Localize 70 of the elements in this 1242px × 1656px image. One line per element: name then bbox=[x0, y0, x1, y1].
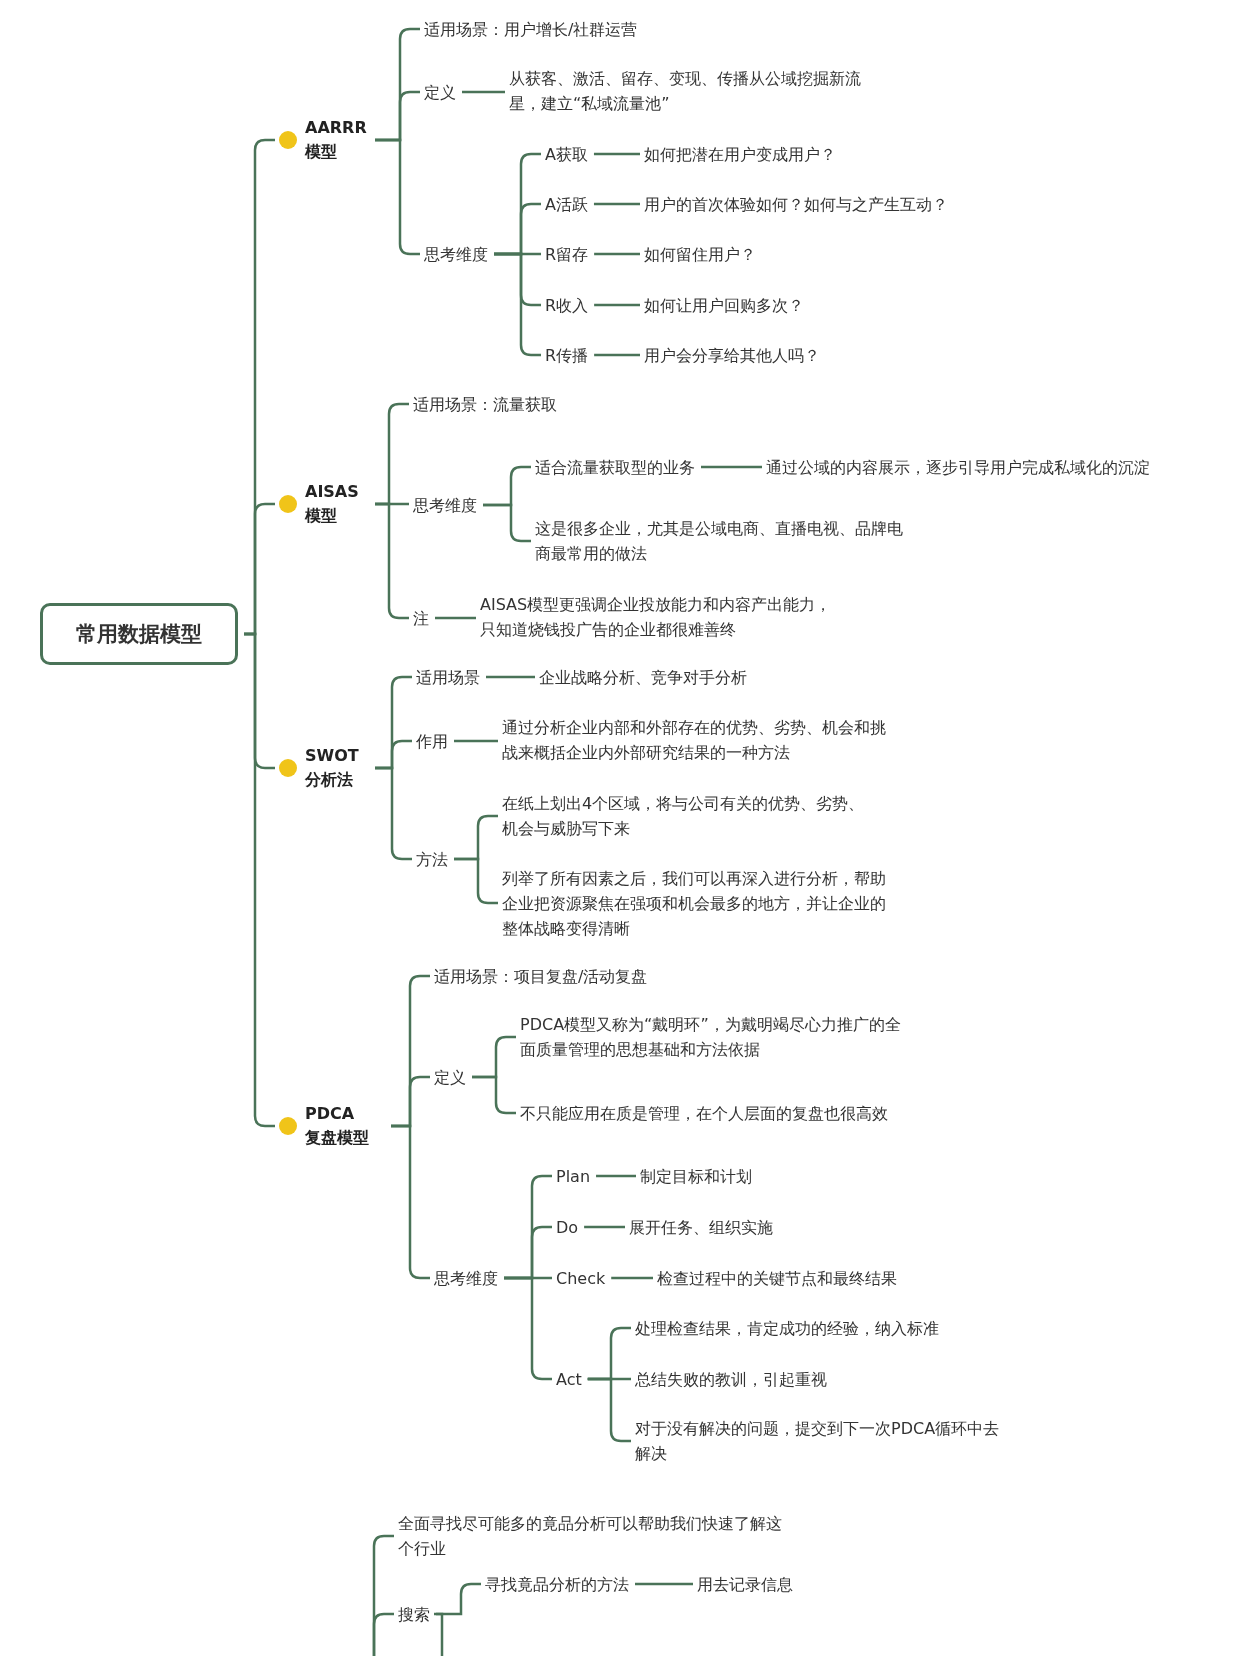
connector-line bbox=[594, 252, 640, 256]
topic-text: 思考维度 bbox=[434, 1265, 498, 1291]
topic-text: 用去记录信息 bbox=[697, 1571, 793, 1597]
topic-text: 寻找竟品分析的方法 bbox=[485, 1571, 629, 1597]
topic-text: 适用场景：项目复盘/活动复盘 bbox=[434, 963, 648, 989]
connector-line bbox=[593, 202, 640, 206]
topic-text: 处理检查结果，肯定成功的经验，纳入标准 bbox=[635, 1315, 939, 1341]
topic-text: 通过分析企业内部和外部存在的优势、劣势、机会和挑战来概括企业内外部研究结果的一种方法 bbox=[502, 715, 887, 765]
topic-text: PDCA模型又称为“戴明环”，为戴明竭尽心力推广的全面质量管理的思想基础和方法依据 bbox=[520, 1012, 910, 1062]
topic-text: 作用 bbox=[416, 728, 448, 754]
topic-text: 制定目标和计划 bbox=[640, 1163, 752, 1189]
topic-text: 思考维度 bbox=[413, 492, 477, 518]
topic-text: 在纸上划出4个区域，将与公司有关的优势、劣势、机会与威胁写下来 bbox=[502, 791, 878, 841]
topic-text: A活跃 bbox=[545, 191, 588, 217]
connector-line bbox=[504, 1276, 552, 1381]
connector-line bbox=[434, 1612, 444, 1656]
root-topic-box: 常用数据模型 bbox=[40, 603, 238, 665]
connector-line bbox=[635, 1582, 693, 1586]
topic-text: R留存 bbox=[545, 241, 589, 267]
connector-line bbox=[701, 465, 762, 469]
connector-line bbox=[462, 90, 505, 94]
connector-line bbox=[454, 739, 498, 743]
topic-text: 展开任务、组织实施 bbox=[629, 1214, 773, 1240]
topic-text: Check bbox=[556, 1265, 606, 1291]
topic-text: 如何把潜在用户变成用户？ bbox=[644, 141, 836, 167]
topic-text: 用户的首次体验如何？如何与之产生互动？ bbox=[644, 191, 948, 217]
topic-text: 列举了所有因素之后，我们可以再深入进行分析，帮助企业把资源聚焦在强项和机会最多的地方，并让企业的整体战略变得清晰 bbox=[502, 865, 887, 941]
topic-text: 方法 bbox=[416, 846, 448, 872]
topic-text: Do bbox=[556, 1214, 579, 1240]
topic-text: 适用场景：用户增长/社群运营 bbox=[424, 16, 638, 42]
connector-line bbox=[596, 1174, 636, 1178]
topic-text: 定义 bbox=[434, 1064, 466, 1090]
topic-text: 对于没有解决的问题，提交到下一次PDCA循环中去解决 bbox=[635, 1416, 1015, 1466]
topic-text: AISAS模型更强调企业投放能力和内容产出能力，只知道烧钱投广告的企业都很难善终 bbox=[480, 592, 840, 642]
connector-line bbox=[593, 152, 640, 156]
connector-line bbox=[594, 303, 640, 307]
topic-text: Act bbox=[556, 1366, 582, 1392]
topic-text: 定义 bbox=[424, 79, 456, 105]
topic-text: 注 bbox=[413, 605, 429, 631]
topic-text: 不只能应用在质是管理，在个人层面的复盘也很高效 bbox=[520, 1100, 910, 1126]
topic-text: 通过公域的内容展示，逐步引导用户完成私域化的沉淀 bbox=[766, 454, 1156, 480]
connector-line bbox=[594, 353, 640, 357]
connector-line bbox=[611, 1276, 653, 1280]
topic-text: 如何让用户回购多次？ bbox=[644, 292, 804, 318]
model-title: AISAS 模型 bbox=[305, 481, 360, 527]
topic-text: 全面寻找尽可能多的竟品分析可以帮助我们快速了解这个行业 bbox=[398, 1511, 783, 1561]
topic-text: 思考维度 bbox=[424, 241, 488, 267]
model-title: AARRR 模型 bbox=[305, 117, 368, 163]
topic-text: 企业战略分析、竞争对手分析 bbox=[539, 664, 747, 690]
connector-line bbox=[584, 1225, 625, 1229]
topic-text: 总结失败的教训，引起重视 bbox=[635, 1366, 827, 1392]
topic-text: 适用场景 bbox=[416, 664, 480, 690]
connector-line bbox=[435, 616, 476, 620]
topic-text: 适用场景：流量获取 bbox=[413, 391, 557, 417]
topic-text: A获取 bbox=[545, 141, 588, 167]
topic-text: Plan bbox=[556, 1163, 591, 1189]
connector-line bbox=[372, 1612, 394, 1656]
topic-text: 从获客、激活、留存、变现、传播从公域挖掘新流星，建立“私域流量池” bbox=[509, 66, 889, 116]
topic-text: 搜索 bbox=[398, 1601, 430, 1627]
topic-text: 检查过程中的关键节点和最终结果 bbox=[657, 1265, 897, 1291]
topic-text: R传播 bbox=[545, 342, 589, 368]
model-title: SWOT 分析法 bbox=[305, 745, 360, 791]
connector-line bbox=[486, 675, 535, 679]
topic-text: 用户会分享给其他人吗？ bbox=[644, 342, 820, 368]
topic-text: R收入 bbox=[545, 292, 589, 318]
topic-text: 这是很多企业，尤其是公域电商、直播电视、品牌电商最常用的做法 bbox=[535, 516, 911, 566]
connector-line bbox=[375, 502, 409, 620]
topic-text: 如何留住用户？ bbox=[644, 241, 756, 267]
model-title: PDCA 复盘模型 bbox=[305, 1103, 370, 1149]
topic-text: 适合流量获取型的业务 bbox=[535, 454, 695, 480]
